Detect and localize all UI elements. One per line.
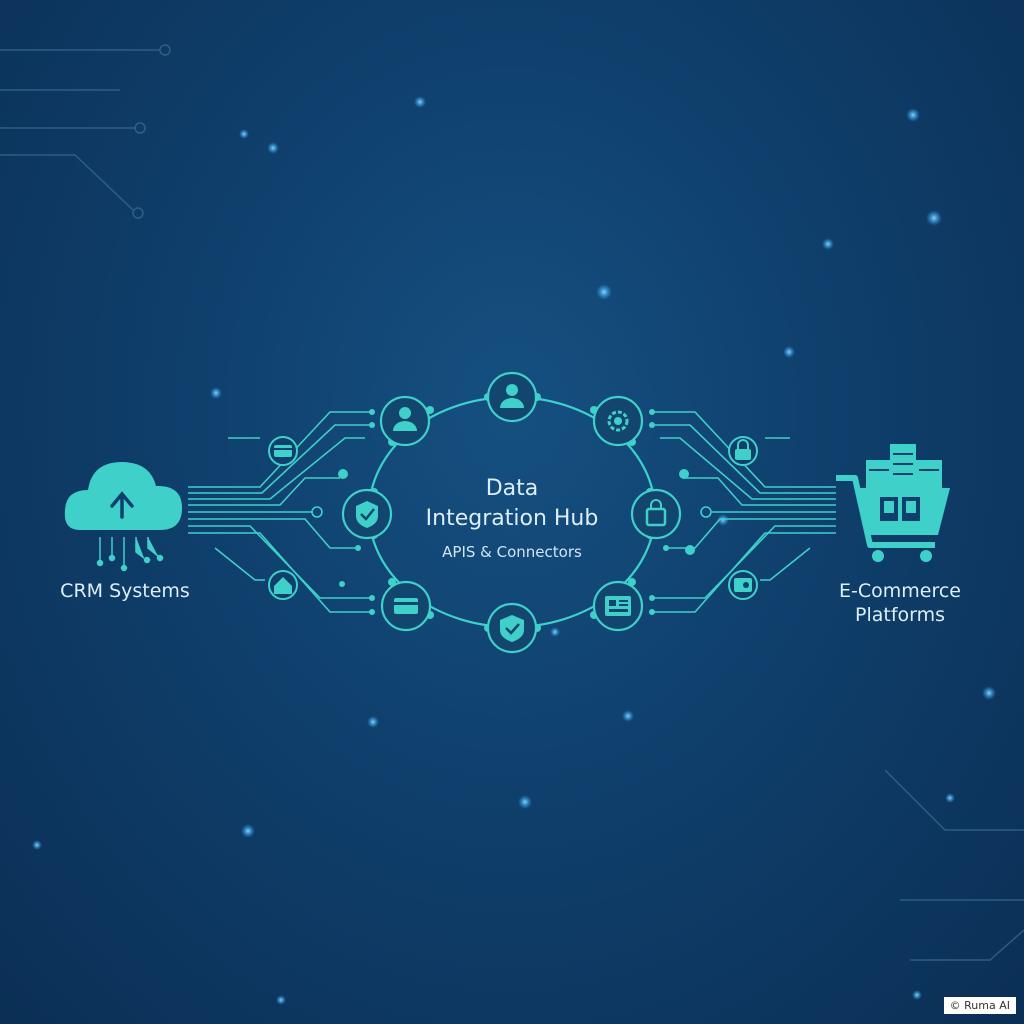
right-mini-node-share [728,570,758,600]
shield-check-icon [500,615,524,642]
user-icon [500,384,524,408]
checkmark-badge-icon [356,501,378,528]
crm-cloud-node[interactable] [64,462,182,572]
shopping-bag-icon [645,499,667,527]
dashboard-icon [605,596,631,616]
shopping-cart-icon [836,444,950,562]
cloud-data-lines [96,537,164,572]
ring-node-card[interactable] [380,580,432,632]
right-connector-dots [649,409,712,615]
ring-node-dashboard[interactable] [592,580,644,632]
credit-card-icon [394,598,418,614]
watermark: © Ruma AI [943,997,1016,1014]
ring-node-checkmark[interactable] [341,488,393,540]
hub-title-line2: Integration Hub [425,506,599,531]
cloud-upload-icon [64,462,182,530]
ecommerce-label-line1: E-Commerce [839,580,961,602]
crm-systems-label: CRM Systems [60,580,190,602]
left-connector-dots [311,409,375,615]
ring-node-bag[interactable] [630,488,682,540]
ring-node-shield[interactable] [486,602,538,654]
ring-node-user-left[interactable] [379,395,431,447]
ecommerce-label-line2: Platforms [854,604,946,626]
hub-title-line1: Data [485,476,539,501]
ring-node-user-top[interactable] [486,371,538,423]
ring-node-gear[interactable] [592,395,644,447]
right-mini-node-lock [728,436,758,466]
corner-traces [0,44,1024,961]
hub-subtitle: APIS & Connectors [442,543,582,561]
left-mini-node-card [268,436,298,466]
right-connectors [652,411,836,613]
background-stars [32,96,996,1005]
ecommerce-cart-node[interactable] [836,444,950,562]
user-icon [393,407,417,431]
left-mini-node-home [268,570,298,600]
gear-icon [607,410,629,432]
